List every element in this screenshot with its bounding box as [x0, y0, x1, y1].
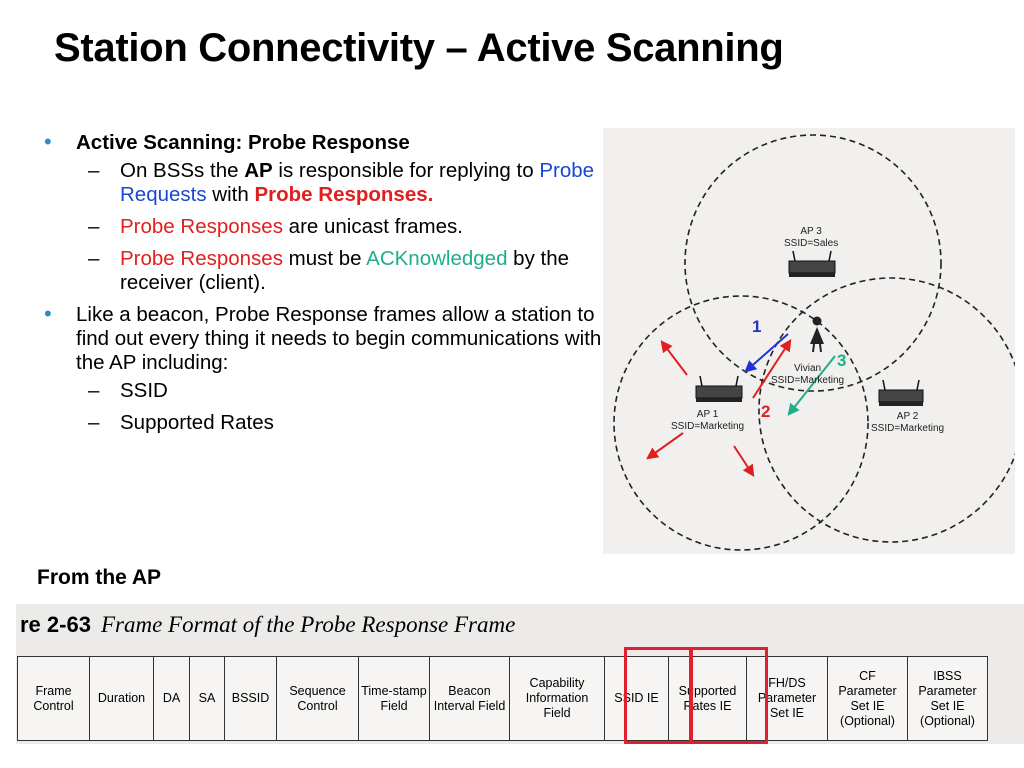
text-run: is responsible for replying to: [272, 159, 540, 182]
field-bssid: BSSID: [225, 657, 277, 740]
dash-mark: –: [88, 411, 100, 434]
field-cf-parameter-set: CF Parameter Set IE (Optional): [828, 657, 908, 740]
arrow-step2-probe-response: [752, 338, 792, 399]
highlight-ssid-ie: [624, 647, 692, 744]
access-point-icon-ap2: [878, 379, 924, 406]
arrow-step3-ack: [787, 355, 836, 416]
field-capability-information: Capability Information Field: [510, 657, 605, 740]
highlight-supported-rates-ie: [690, 647, 768, 744]
bullet-heading: Active Scanning: Probe Response: [76, 131, 410, 154]
field-ibss-parameter-set: IBSS Parameter Set IE (Optional): [908, 657, 988, 740]
arrow-probe-down-right: [733, 445, 755, 478]
ap3-ssid: SSID=Sales: [784, 238, 839, 249]
bullet-dot: •: [44, 301, 52, 326]
sub-bullet-ssid: – SSID: [44, 379, 604, 403]
ap1-label: AP 1 SSID=Marketing: [671, 409, 744, 433]
text-run: with: [206, 183, 255, 206]
step-3-label: 3: [837, 351, 847, 370]
station-ssid: SSID=Marketing: [771, 375, 845, 386]
sub-bullet-acknowledged: – Probe Responses must be ACKnowledged b…: [44, 247, 604, 295]
step-2-label: 2: [761, 402, 771, 421]
dash-mark: –: [88, 379, 100, 402]
from-the-ap-label: From the AP: [37, 566, 162, 589]
figure-title: Frame Format of the Probe Response Frame: [100, 612, 516, 637]
text-run: On BSSs the: [120, 159, 245, 182]
figure-number: re 2-63: [20, 612, 91, 637]
ap3-label: AP 3 SSID=Sales: [784, 226, 838, 250]
ap2-ssid: SSID=Marketing: [871, 423, 945, 434]
text-probe-responses: Probe Responses: [120, 247, 283, 270]
coverage-circle-ap1: [613, 295, 869, 551]
text-ssid: SSID: [120, 379, 168, 402]
field-fh-ds-parameter-set: FH/DS Parameter Set IE: [747, 657, 828, 740]
coverage-circle-ap3: [684, 134, 942, 392]
text-run: are unicast frames.: [282, 215, 463, 238]
access-point-icon-ap3: [788, 250, 836, 277]
access-point-icon-ap1: [695, 375, 743, 402]
field-duration: Duration: [90, 657, 154, 740]
text-run: must be: [282, 247, 367, 270]
bullet-active-scanning: • Active Scanning: Probe Response: [44, 129, 604, 155]
station-label: Vivian SSID=Marketing: [771, 363, 844, 387]
bullet-like-beacon: • Like a beacon, Probe Response frames a…: [44, 301, 604, 375]
ap2-label: AP 2 SSID=Marketing: [871, 411, 944, 435]
sub-bullet-supported-rates: – Supported Rates: [44, 411, 604, 435]
text-probe-requests: Probe Requests: [120, 159, 595, 206]
text-acknowledged: ACKnowledged: [366, 247, 508, 270]
field-supported-rates-ie: Supported Rates IE: [669, 657, 747, 740]
station-name: Vivian: [794, 363, 822, 374]
ap2-name: AP 2: [896, 411, 919, 422]
field-timestamp: Time-stamp Field: [359, 657, 430, 740]
ap1-ssid: SSID=Marketing: [671, 421, 745, 432]
dash-mark: –: [88, 247, 100, 270]
ap3-name: AP 3: [800, 226, 822, 237]
dash-mark: –: [88, 215, 100, 238]
bullet-dot: •: [44, 129, 52, 154]
station-person-icon: [810, 316, 824, 353]
arrow-probe-left: [660, 340, 688, 376]
probe-response-frame-figure: re 2-63 Frame Format of the Probe Respons…: [16, 604, 1024, 744]
slide-title: Station Connectivity – Active Scanning: [54, 26, 784, 70]
sub-bullet-unicast: – Probe Responses are unicast frames.: [44, 215, 604, 239]
field-da: DA: [154, 657, 190, 740]
field-sa: SA: [190, 657, 225, 740]
field-beacon-interval: Beacon Interval Field: [430, 657, 510, 740]
text-probe-responses: Probe Responses: [120, 215, 283, 238]
text-supported-rates: Supported Rates: [120, 411, 274, 434]
active-scanning-diagram: AP 3 SSID=Sales AP 1 SSID=Marketing AP 2…: [603, 128, 1015, 554]
field-frame-control: Frame Control: [18, 657, 90, 740]
ap1-name: AP 1: [696, 409, 719, 420]
dash-mark: –: [88, 159, 100, 182]
field-sequence-control: Sequence Control: [277, 657, 359, 740]
frame-format-table: Frame Control Duration DA SA BSSID Seque…: [17, 656, 988, 741]
diagram-graphics: [613, 134, 1015, 551]
sub-bullet-ap-responsible: – On BSSs the AP is responsible for repl…: [44, 159, 604, 207]
coverage-circle-ap2: [758, 277, 1015, 543]
step-1-label: 1: [752, 317, 762, 336]
arrow-probe-down-left: [646, 432, 684, 460]
figure-caption: re 2-63 Frame Format of the Probe Respons…: [20, 612, 515, 638]
text-probe-responses: Probe Responses.: [254, 183, 434, 206]
text-ap: AP: [244, 159, 273, 182]
bullet-list: • Active Scanning: Probe Response – On B…: [44, 129, 604, 443]
bullet-text: Like a beacon, Probe Response frames all…: [76, 303, 602, 374]
text-run: by the receiver (client).: [120, 247, 570, 294]
